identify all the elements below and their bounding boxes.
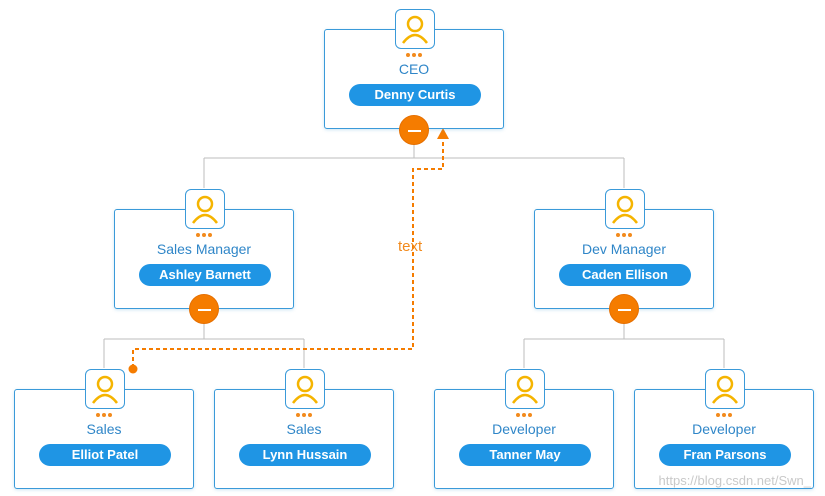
org-node-ceo[interactable]: CEO Denny Curtis [324, 9, 504, 129]
org-node-sales-manager[interactable]: Sales Manager Ashley Barnett [114, 189, 294, 309]
node-title: Sales Manager [156, 241, 252, 257]
node-name-badge: Tanner May [459, 444, 591, 466]
more-dots-icon[interactable] [15, 410, 193, 417]
collapse-toggle-sales-manager[interactable] [189, 294, 219, 324]
person-icon [85, 369, 125, 409]
person-icon [605, 189, 645, 229]
person-icon [395, 9, 435, 49]
node-title: CEO [398, 61, 430, 77]
more-dots-icon[interactable] [215, 410, 393, 417]
more-dots-icon[interactable] [115, 230, 293, 237]
person-icon [185, 189, 225, 229]
org-node-dev-manager[interactable]: Dev Manager Caden Ellison [534, 189, 714, 309]
person-icon [505, 369, 545, 409]
watermark: https://blog.csdn.net/Swn_ [658, 473, 811, 488]
node-name-badge: Ashley Barnett [139, 264, 271, 286]
more-dots-icon[interactable] [635, 410, 813, 417]
dashed-edge-arrow-icon [437, 128, 449, 139]
node-title: Dev Manager [581, 241, 667, 257]
org-node-developer-1[interactable]: Developer Tanner May [434, 369, 614, 489]
dashed-edge [132, 140, 444, 368]
node-name-badge: Fran Parsons [659, 444, 791, 466]
more-dots-icon[interactable] [435, 410, 613, 417]
collapse-toggle-dev-manager[interactable] [609, 294, 639, 324]
collapse-toggle-ceo[interactable] [399, 115, 429, 145]
org-node-sales-2[interactable]: Sales Lynn Hussain [214, 369, 394, 489]
org-node-developer-2[interactable]: Developer Fran Parsons [634, 369, 814, 489]
person-icon [705, 369, 745, 409]
node-title: Sales [86, 421, 122, 437]
dashed-edge-label[interactable]: text [398, 238, 423, 255]
org-node-sales-1[interactable]: Sales Elliot Patel [14, 369, 194, 489]
dashed-edge-start-dot [128, 364, 138, 374]
person-icon [285, 369, 325, 409]
node-title: Sales [286, 421, 322, 437]
node-title: Developer [692, 421, 756, 437]
more-dots-icon[interactable] [325, 50, 503, 57]
node-name-badge: Caden Ellison [559, 264, 691, 286]
node-name-badge: Denny Curtis [349, 84, 481, 106]
more-dots-icon[interactable] [535, 230, 713, 237]
node-name-badge: Elliot Patel [39, 444, 171, 466]
node-name-badge: Lynn Hussain [239, 444, 371, 466]
node-title: Developer [492, 421, 556, 437]
